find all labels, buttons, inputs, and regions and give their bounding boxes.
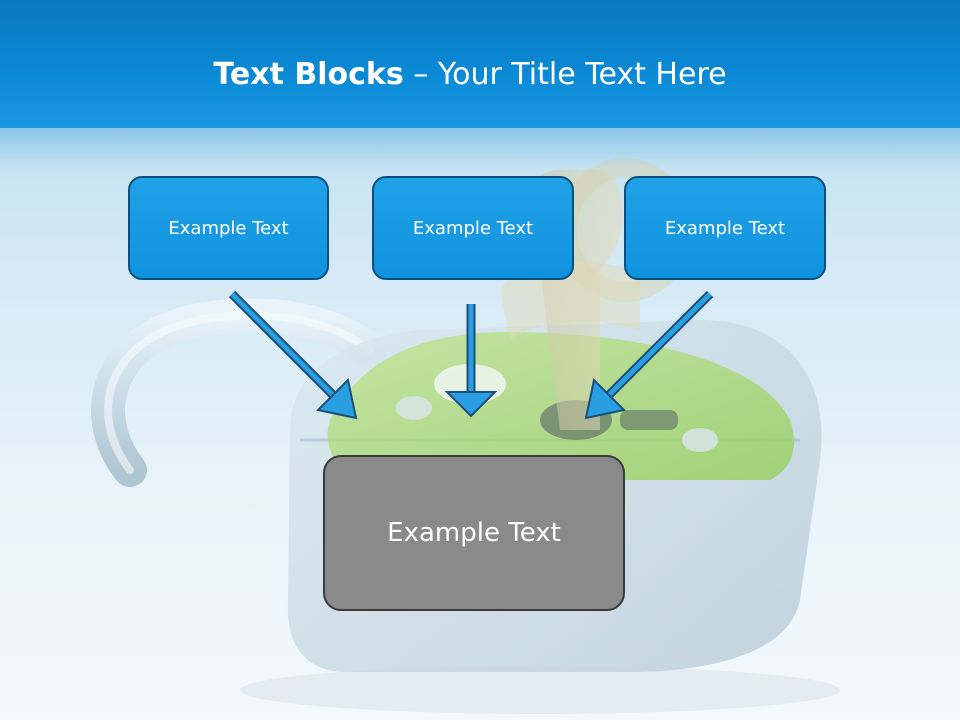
- main-text-block[interactable]: Example Text: [323, 455, 625, 611]
- text-block-2[interactable]: Example Text: [372, 176, 574, 280]
- text-block-1-label: Example Text: [168, 217, 289, 239]
- title-bar-fade: [0, 128, 960, 168]
- slide-title: Text Blocks – Your Title Text Here: [0, 52, 940, 98]
- title-bar: [0, 0, 960, 128]
- text-block-3-label: Example Text: [664, 217, 786, 239]
- text-block-3[interactable]: Example Text: [624, 176, 826, 280]
- text-block-1[interactable]: Example Text: [128, 176, 329, 280]
- main-text-block-label: Example Text: [387, 518, 561, 548]
- title-bold-text: Text Blocks: [213, 57, 404, 92]
- title-dash: –: [403, 57, 438, 92]
- text-block-2-label: Example Text: [412, 217, 534, 239]
- title-regular-text: Your Title Text Here: [437, 57, 727, 92]
